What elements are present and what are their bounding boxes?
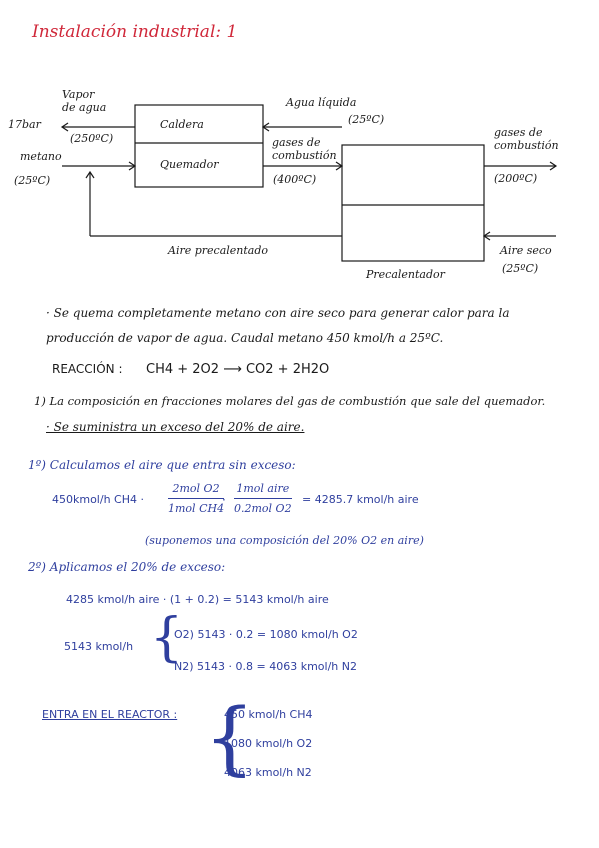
reaction-label: REACCIÓN : bbox=[52, 362, 123, 376]
step-2-brace: { bbox=[150, 608, 184, 668]
metano-temp: (25ºC) bbox=[14, 174, 51, 187]
step-1-lhs: 450kmol/h CH4 · bbox=[52, 493, 144, 506]
entra-item-ch4: 450 kmol/h CH4 bbox=[224, 708, 313, 721]
quemador-label: Quemador bbox=[160, 158, 219, 171]
step-1-title: 1º) Calculamos el aire que entra sin exc… bbox=[28, 458, 296, 472]
metano-label: metano bbox=[20, 150, 62, 163]
step-2-title: 2º) Aplicamos el 20% de exceso: bbox=[28, 560, 226, 574]
precalentador-label: Precalentador bbox=[366, 268, 445, 281]
fraction-aire-o2-den: 0.2mol O2 bbox=[234, 502, 292, 515]
aire-precalentado-label: Aire precalentado bbox=[168, 244, 269, 257]
statement-line-1: · Se quema completamente metano con aire… bbox=[46, 306, 510, 320]
step-1-dot: · bbox=[222, 493, 226, 507]
gases-mid-temp: (400ºC) bbox=[273, 173, 317, 186]
caldera-label: Caldera bbox=[160, 118, 204, 131]
excess-statement: · Se suministra un exceso del 20% de air… bbox=[46, 420, 305, 434]
vapor-pressure: 17bar bbox=[8, 118, 41, 131]
step-2-line-1: 4285 kmol/h aire · (1 + 0.2) = 5143 kmol… bbox=[66, 593, 329, 606]
step-2-n2: N2) 5143 · 0.8 = 4063 kmol/h N2 bbox=[174, 660, 357, 673]
gases-mid-label: gases de combustión bbox=[272, 136, 337, 162]
agua-label: Agua líquida bbox=[286, 96, 357, 109]
fraction-o2-ch4-den: 1mol CH4 bbox=[168, 502, 225, 515]
step-1-result: = 4285.7 kmol/h aire bbox=[302, 493, 419, 506]
step-2-lhs: 5143 kmol/h bbox=[64, 640, 134, 653]
aire-seco-temp: (25ºC) bbox=[502, 262, 539, 275]
entra-item-o2: 1080 kmol/h O2 bbox=[224, 737, 313, 750]
vapor-temp: (250ºC) bbox=[70, 132, 114, 145]
fraction-aire-o2-num: 1mol aire bbox=[236, 482, 290, 495]
question-1: 1) La composición en fracciones molares … bbox=[34, 394, 546, 408]
entra-label: ENTRA EN EL REACTOR : bbox=[42, 708, 178, 721]
process-flow-diagram bbox=[60, 104, 558, 262]
entra-item-n2: 4063 kmol/h N2 bbox=[224, 766, 312, 779]
reaction-equation: CH4 + 2O2 ⟶ CO2 + 2H2O bbox=[146, 362, 330, 377]
statement-line-2: producción de vapor de agua. Caudal meta… bbox=[46, 331, 444, 345]
page-title: Instalación industrial: 1 bbox=[32, 22, 238, 42]
vapor-label: Vapor de agua bbox=[62, 88, 107, 114]
aire-seco-label: Aire seco bbox=[500, 244, 552, 257]
agua-temp: (25ºC) bbox=[348, 113, 385, 126]
caldera-quemador-box bbox=[134, 104, 264, 188]
gases-out-label: gases de combustión bbox=[494, 126, 559, 152]
step-2-o2: O2) 5143 · 0.2 = 1080 kmol/h O2 bbox=[174, 628, 358, 641]
gases-out-temp: (200ºC) bbox=[494, 172, 538, 185]
precalentador-box bbox=[341, 144, 485, 262]
step-1-note: (suponemos una composición del 20% O2 en… bbox=[145, 534, 424, 547]
fraction-o2-ch4-num: 2mol O2 bbox=[172, 482, 220, 495]
entra-brace: { bbox=[204, 691, 255, 784]
fraction-aire-o2: 1mol aire 0.2mol O2 bbox=[234, 482, 292, 515]
fraction-o2-ch4: 2mol O2 1mol CH4 bbox=[168, 482, 225, 515]
